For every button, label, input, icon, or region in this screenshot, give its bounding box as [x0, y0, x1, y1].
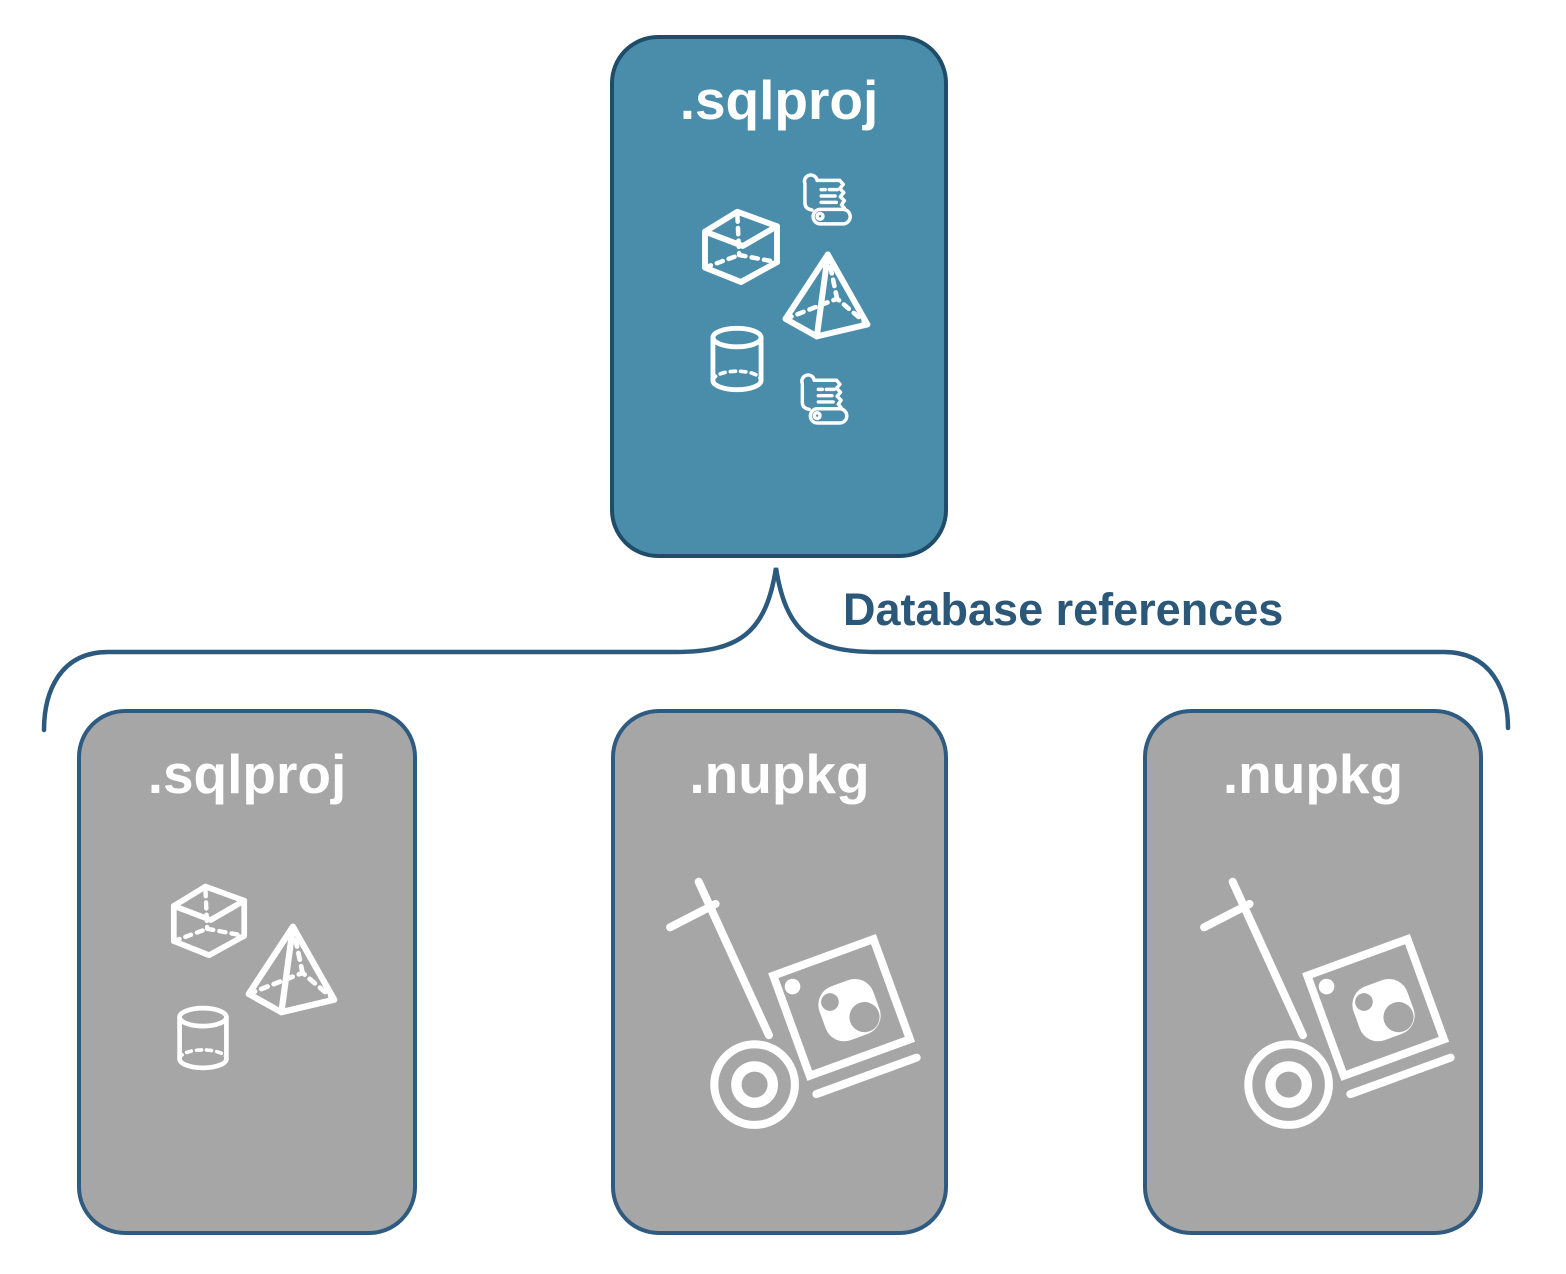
- cube-icon: [165, 875, 253, 965]
- script-scroll-icon: [795, 373, 853, 431]
- pyramid-icon: [239, 921, 343, 1017]
- cube-icon: [696, 201, 786, 291]
- child-node-nupkg-1: .nupkg: [611, 709, 948, 1235]
- pyramid-icon: [774, 249, 878, 341]
- nuget-package-handtruck-icon: [661, 863, 921, 1145]
- child-node-label: .sqlproj: [147, 743, 347, 805]
- parent-node-sqlproj: .sqlproj: [610, 35, 948, 558]
- script-scroll-icon: [798, 173, 856, 232]
- child-node-sqlproj: .sqlproj: [77, 709, 417, 1235]
- database-cylinder-icon: [167, 997, 239, 1079]
- connector-label: Database references: [843, 584, 1284, 635]
- parent-node-label: .sqlproj: [679, 69, 879, 131]
- child-node-nupkg-2: .nupkg: [1143, 709, 1483, 1235]
- child-node-label: .nupkg: [689, 743, 870, 805]
- child-node-label: .nupkg: [1222, 743, 1404, 805]
- database-cylinder-icon: [700, 317, 774, 401]
- nuget-package-handtruck-icon: [1195, 863, 1455, 1145]
